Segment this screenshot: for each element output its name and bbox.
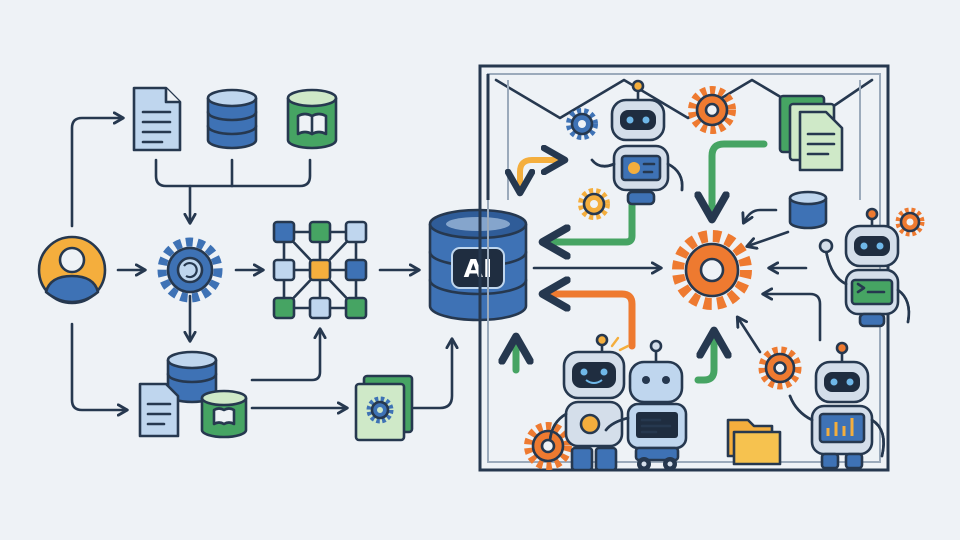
document-stack-icon: [778, 94, 844, 172]
robot-helper-icon: [548, 333, 630, 472]
processing-gear-icon: [157, 237, 223, 303]
document-icon: [132, 86, 182, 152]
folder-icon: [726, 418, 782, 466]
ai-hub: AI: [428, 208, 528, 322]
small-gear-icon: [524, 86, 925, 470]
robot-operator-icon: [818, 207, 911, 328]
storage-bundle-icon: [138, 350, 248, 439]
robot-analyst-icon: [590, 79, 684, 206]
robot-monitor-icon: [788, 341, 885, 470]
network-graph-icon: [272, 220, 368, 320]
database-icon: [206, 88, 258, 150]
knowledge-base-icon: [286, 88, 338, 150]
right-flow-arrows: [516, 140, 822, 384]
input-connectors: [70, 118, 452, 410]
robot-coder-icon: [604, 339, 688, 471]
small-database-icon: [788, 190, 828, 230]
user-avatar-icon: [37, 235, 107, 305]
config-file-icon: [354, 374, 414, 442]
central-gear-icon: [672, 230, 752, 310]
